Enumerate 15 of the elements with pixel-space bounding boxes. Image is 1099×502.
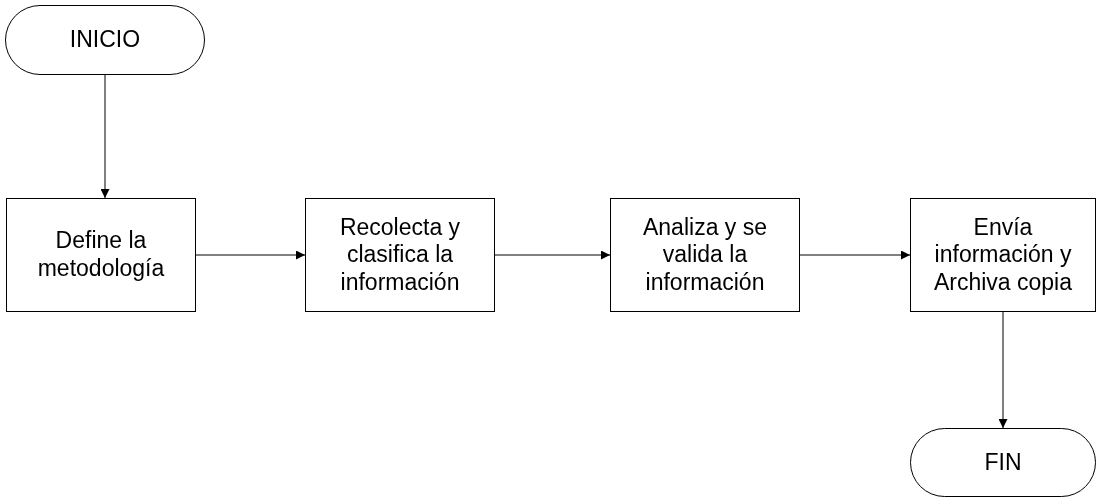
process-box xyxy=(305,198,495,312)
arrow xyxy=(998,311,1008,429)
arrow xyxy=(799,250,911,260)
node-text: Define la metodología xyxy=(36,227,166,283)
node-text: FIN xyxy=(984,448,1022,477)
process-box xyxy=(910,198,1096,312)
node-text: Envía información y Archiva copia xyxy=(932,213,1074,297)
process-box xyxy=(6,198,196,312)
node-text: Recolecta y clasifica la información xyxy=(338,213,462,297)
arrow xyxy=(100,74,110,199)
node-text: INICIO xyxy=(69,26,141,54)
arrow xyxy=(195,250,306,260)
arrow xyxy=(494,250,611,260)
process-box xyxy=(610,198,800,312)
node-text: Analiza y se valida la información xyxy=(642,213,768,297)
